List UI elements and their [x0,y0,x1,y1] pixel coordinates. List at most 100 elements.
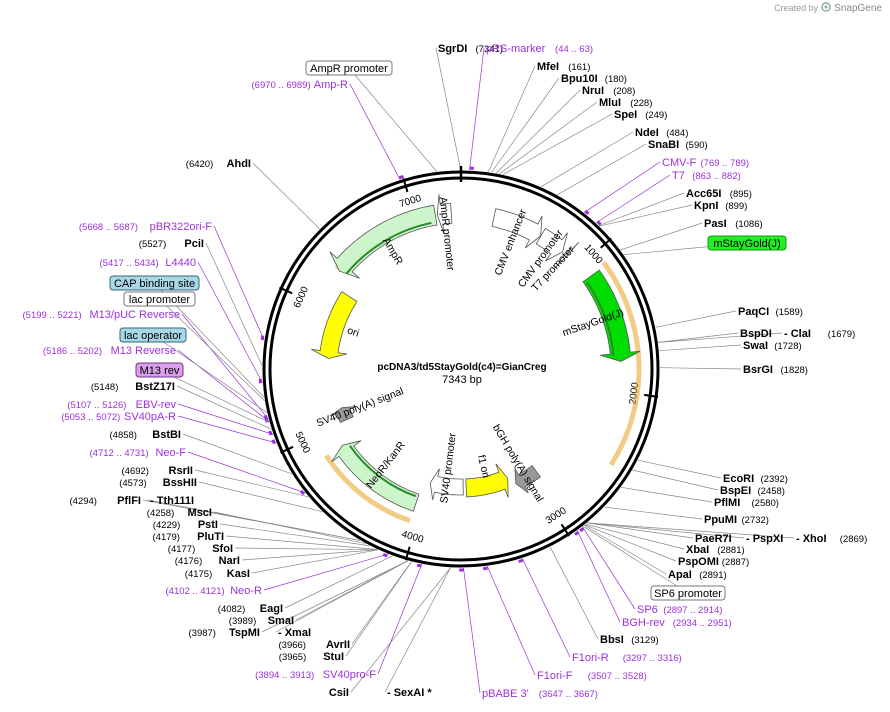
site-label-ndei: NdeI [635,127,659,139]
site-leader [182,433,293,475]
site-leader [219,523,370,547]
primer-leader [177,415,277,444]
boxed-label-box [135,362,184,378]
primer-leader [582,526,636,610]
primer-label-sv40pro-f: SV40pro-F [323,669,376,681]
site-label-bsrgi: BsrGI [743,364,773,376]
orf-band [601,260,642,467]
primer-mark [299,489,305,496]
tick-label: 7000 [398,193,423,210]
primer-leader [595,174,671,224]
site-label-mlui: MluI [599,97,621,109]
primer-position: (3507 .. 3528) [588,671,647,682]
site-label-msci: MscI [188,507,212,519]
site-position: (3129) [631,635,658,646]
primer-position: (3894 .. 3913) [255,670,314,681]
site-position: (1679) [828,329,855,340]
site-leader [241,549,378,561]
primer-position: (2934 .. 2951) [673,618,732,629]
site-leader [658,332,783,343]
primer-leader [263,553,389,591]
feature-ampr-promoter [436,194,453,235]
site-leader [225,535,378,550]
primer-leader [377,563,423,675]
site-position: (895) [730,189,752,200]
site-leader [637,459,722,479]
site-leader [350,567,451,693]
primer-label-ebv-rev: EBV-rev [136,399,177,411]
tick-mark [644,393,659,398]
primer-leader [521,558,571,658]
brand-product: SnapGene [834,2,882,14]
site-position: (4179) [153,532,180,543]
site-leader [659,367,742,370]
primer-label-sv40pa-r: SV40pA-R [124,411,176,423]
snapgene-logo-icon [821,2,831,14]
primer-label-prs-marker: pRS-marker [486,43,546,55]
tick-mark [600,237,612,249]
site-position: (3989) [229,616,256,627]
site-position: (2891) [699,570,726,581]
site-label-ahdi: AhdI [227,158,251,170]
site-leader [261,560,409,633]
site-leader [599,204,693,227]
site-label-pflfi: PflFI [117,495,141,507]
feature-t7-promoter [553,241,580,269]
site-leader [351,561,412,645]
site-leader [198,481,323,513]
site-label-kasi: KasI [227,568,250,580]
site-label-bstz17i: BstZ17I [135,381,175,393]
site-position: (2732) [742,515,769,526]
site-leader [384,567,451,693]
site-label-pflmi: PflMI [714,497,740,509]
feature-cmv-enhancer [491,208,543,249]
boxed-label-m13-rev: M13 rev [140,365,180,377]
site-label-stui: StuI [323,651,344,663]
site-label-psti: PstI [198,519,218,531]
site-label-bsshii: BssHII [163,477,197,489]
site-label-tth111i: - Tth111I [150,495,194,507]
site-leader [284,555,393,609]
site-leader [620,222,703,251]
primer-position: (5107 .. 5126) [67,400,126,411]
site-label-paer7i: PaeR7I [695,533,732,545]
site-label-bpu10i: Bpu10I [561,73,598,85]
primer-mark [574,530,580,536]
site-label-pasi: PasI [704,218,727,230]
primer-label-l4440: L4440 [165,257,196,269]
primer-leader [213,225,265,341]
brand-created-by: Created by [774,3,819,13]
site-position: (2392) [761,474,788,485]
tick-label: 3000 [544,505,569,527]
primer-position: (4712 .. 4731) [90,448,149,459]
tick-mark [404,546,411,561]
primer-position: (3297 .. 3316) [623,653,682,664]
site-position: (590) [686,140,708,151]
boxed-label-box [123,291,196,307]
tick-mark [280,445,294,454]
boxed-leader [348,67,437,172]
plasmid-name: pcDNA3/td5StayGold(c4)=GianCreg [377,362,546,373]
site-position: (249) [645,110,667,121]
primer-mark [416,563,422,568]
primer-position: (863 .. 882) [692,171,741,182]
orf-band [324,454,411,524]
primer-position: (5668 .. 5687) [79,222,138,233]
primer-mark [382,552,388,558]
site-position: (208) [613,86,635,97]
site-label-eagi: EagI [260,603,283,615]
site-label-ppumi: PpuMI [704,514,737,526]
primer-mark [268,430,273,436]
primer-mark [596,220,602,226]
site-leader [252,162,320,230]
boxed-label-lac-operator: lac operator [124,330,182,342]
site-label-tspmi: TspMI [229,627,260,639]
site-label-bstbi: BstBI [152,429,181,441]
primer-label-m13-reverse: M13 Reverse [111,345,176,357]
primer-mark [518,558,524,563]
boxed-label-box [119,327,187,343]
site-position: (484) [666,128,688,139]
site-position: (6420) [186,159,213,170]
site-position: (3987) [189,628,216,639]
orf-inner-line [349,445,417,498]
